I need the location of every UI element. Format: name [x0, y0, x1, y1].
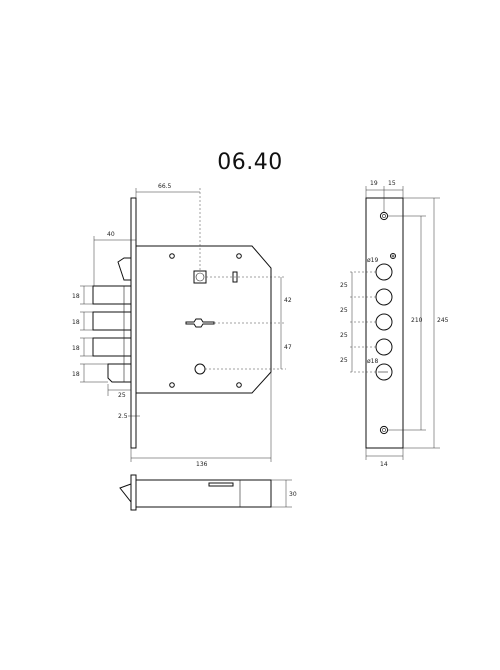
- bottom-latch: [119, 483, 132, 503]
- mounting-hole: [169, 382, 175, 388]
- dim-depth: 30: [289, 491, 297, 498]
- dim-pitch-2: 25: [340, 307, 348, 314]
- bolt-hole-1: [375, 263, 393, 281]
- bolt-hole-3: [375, 313, 393, 331]
- deadbolt-3: [92, 337, 132, 357]
- lock-body: [135, 245, 272, 394]
- slot: [232, 271, 238, 283]
- dim-bolt-3: 18: [72, 345, 80, 352]
- dim-pitch-1: 25: [340, 282, 348, 289]
- bolt-hole-2: [375, 288, 393, 306]
- side-view: 66.5 40 18 18 18 18 25 2.5 4: [72, 183, 292, 468]
- bottom-view: 30: [119, 474, 297, 511]
- deadbolt-2: [92, 311, 132, 331]
- dim-top-left: 19: [370, 180, 378, 187]
- deadbolt-1: [92, 285, 132, 305]
- dim-bolt-4: 18: [72, 371, 80, 378]
- dim-plate-width: 14: [380, 461, 388, 468]
- dim-hole-small: ø18: [367, 358, 378, 365]
- model-number: 06.40: [217, 150, 283, 175]
- dim-bolt-2: 18: [72, 319, 80, 326]
- front-view: 19 15 ø19 ø18 25 25 25 25 210 245 14: [340, 180, 449, 468]
- dim-plate-thickness: 2.5: [118, 413, 128, 420]
- mounting-hole: [169, 253, 175, 259]
- bottom-body: [135, 479, 272, 508]
- screw-hole-bottom: [379, 425, 389, 435]
- dim-pitch-3: 25: [340, 332, 348, 339]
- spindle-circle: [195, 272, 205, 282]
- keyhole: [185, 318, 215, 328]
- latch-bolt: [107, 363, 132, 383]
- cylinder-hole: [194, 363, 206, 375]
- dim-latch-offset: 25: [118, 392, 126, 399]
- bolt-hole-4: [375, 338, 393, 356]
- mounting-hole: [236, 382, 242, 388]
- dim-spindle-to-key: 42: [284, 297, 292, 304]
- faceplate: [130, 197, 137, 449]
- dim-hole-span: 210: [411, 317, 423, 324]
- screw-hole-top: [379, 211, 389, 221]
- dim-faceplate-offset: 40: [107, 231, 115, 238]
- bottom-slot: [208, 482, 234, 487]
- dim-body-length: 136: [196, 461, 208, 468]
- dim-hole-large: ø19: [367, 257, 378, 264]
- dim-key-to-cylinder: 47: [284, 344, 292, 351]
- dim-top-right: 15: [388, 180, 396, 187]
- dim-pitch-4: 25: [340, 357, 348, 364]
- front-faceplate: [365, 197, 404, 449]
- latch-nub: [117, 257, 132, 281]
- dim-bolt-1: 18: [72, 293, 80, 300]
- mounting-hole: [236, 253, 242, 259]
- dim-backset: 66.5: [158, 183, 172, 190]
- bottom-faceplate: [130, 474, 137, 511]
- small-hole: [390, 253, 396, 259]
- dim-plate-height: 245: [437, 317, 449, 324]
